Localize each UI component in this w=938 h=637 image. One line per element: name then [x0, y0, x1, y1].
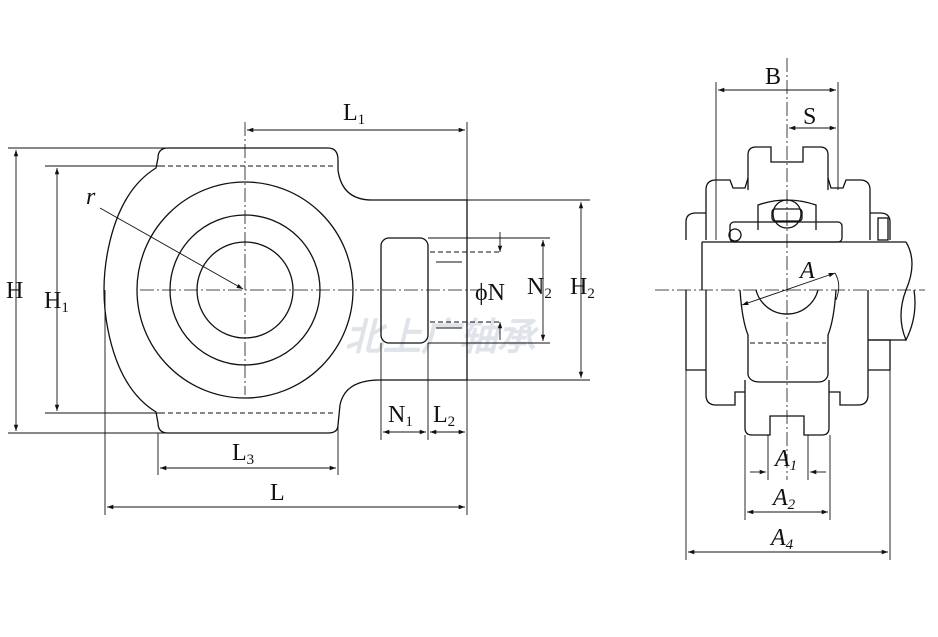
- dim-A1-label: A1: [773, 446, 797, 474]
- dim-A2-label: A2: [771, 485, 796, 513]
- housing-outline: [103, 147, 468, 434]
- side-view: B S A A1 A2 A4: [655, 58, 925, 560]
- dim-phiN-label: ϕN: [475, 280, 505, 306]
- dim-r-label: r: [86, 184, 96, 210]
- dim-L1-label: L1: [343, 100, 365, 128]
- dim-H-label: H: [6, 278, 23, 304]
- front-view: L1 r H H1 H2 N2 ϕN N1 L2 L3 L: [6, 100, 595, 515]
- dim-S-label: S: [803, 104, 816, 130]
- dim-B-label: B: [765, 64, 781, 90]
- dim-L3-label: L3: [232, 440, 254, 468]
- dim-L2-label: L2: [433, 402, 455, 430]
- dim-N2-label: N2: [527, 274, 552, 302]
- dim-H1-label: H1: [44, 288, 69, 316]
- slot: [380, 237, 429, 344]
- dim-L-label: L: [270, 480, 285, 506]
- dim-H2-label: H2: [570, 274, 595, 302]
- dim-N1-label: N1: [388, 402, 413, 430]
- dim-A4-label: A4: [769, 525, 794, 553]
- housing-boss-circle: [136, 181, 354, 399]
- dim-A-label: A: [798, 258, 815, 284]
